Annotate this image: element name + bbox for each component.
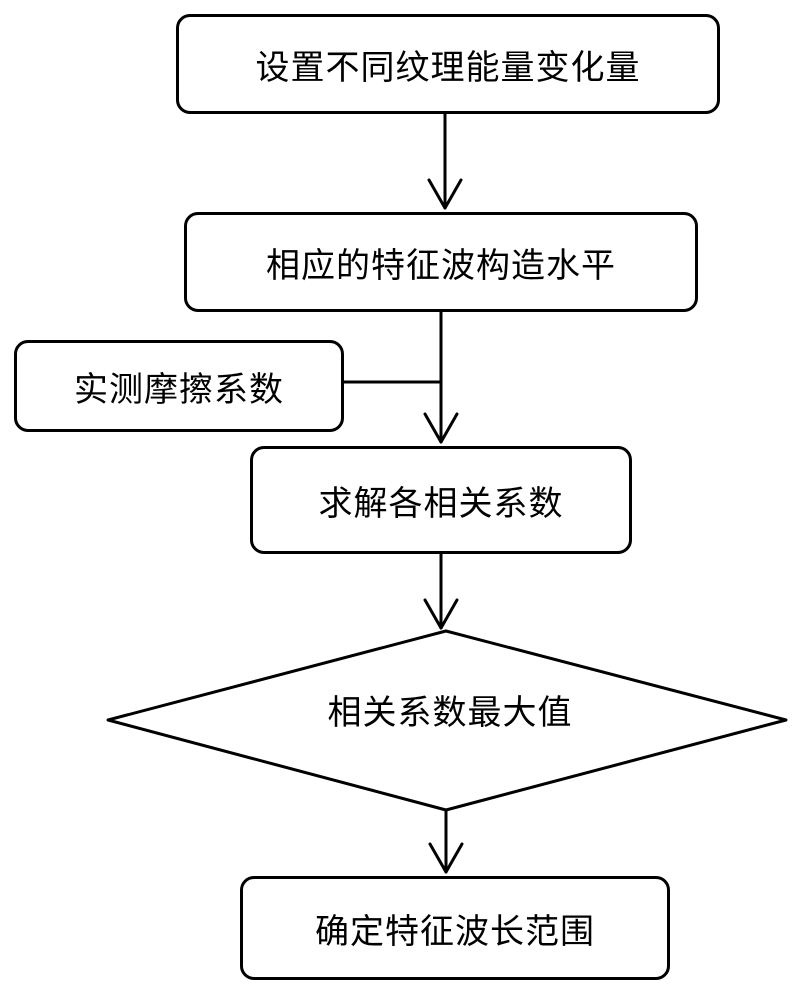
process-solve-coefficients: 求解各相关系数 bbox=[250, 446, 632, 554]
process-determine-wavelength-label: 确定特征波长范围 bbox=[315, 904, 595, 953]
process-solve-coefficients-label: 求解各相关系数 bbox=[319, 476, 564, 525]
decision-max-coefficient-label: 相关系数最大值 bbox=[250, 684, 650, 734]
process-determine-wavelength: 确定特征波长范围 bbox=[240, 876, 670, 980]
process-feature-wave-level: 相应的特征波构造水平 bbox=[184, 212, 698, 312]
process-set-texture-energy-label: 设置不同纹理能量变化量 bbox=[256, 40, 641, 89]
process-feature-wave-level-label: 相应的特征波构造水平 bbox=[266, 238, 616, 287]
input-measured-friction-label: 实测摩擦系数 bbox=[74, 362, 284, 411]
input-measured-friction: 实测摩擦系数 bbox=[14, 340, 344, 432]
process-set-texture-energy: 设置不同纹理能量变化量 bbox=[176, 14, 720, 114]
